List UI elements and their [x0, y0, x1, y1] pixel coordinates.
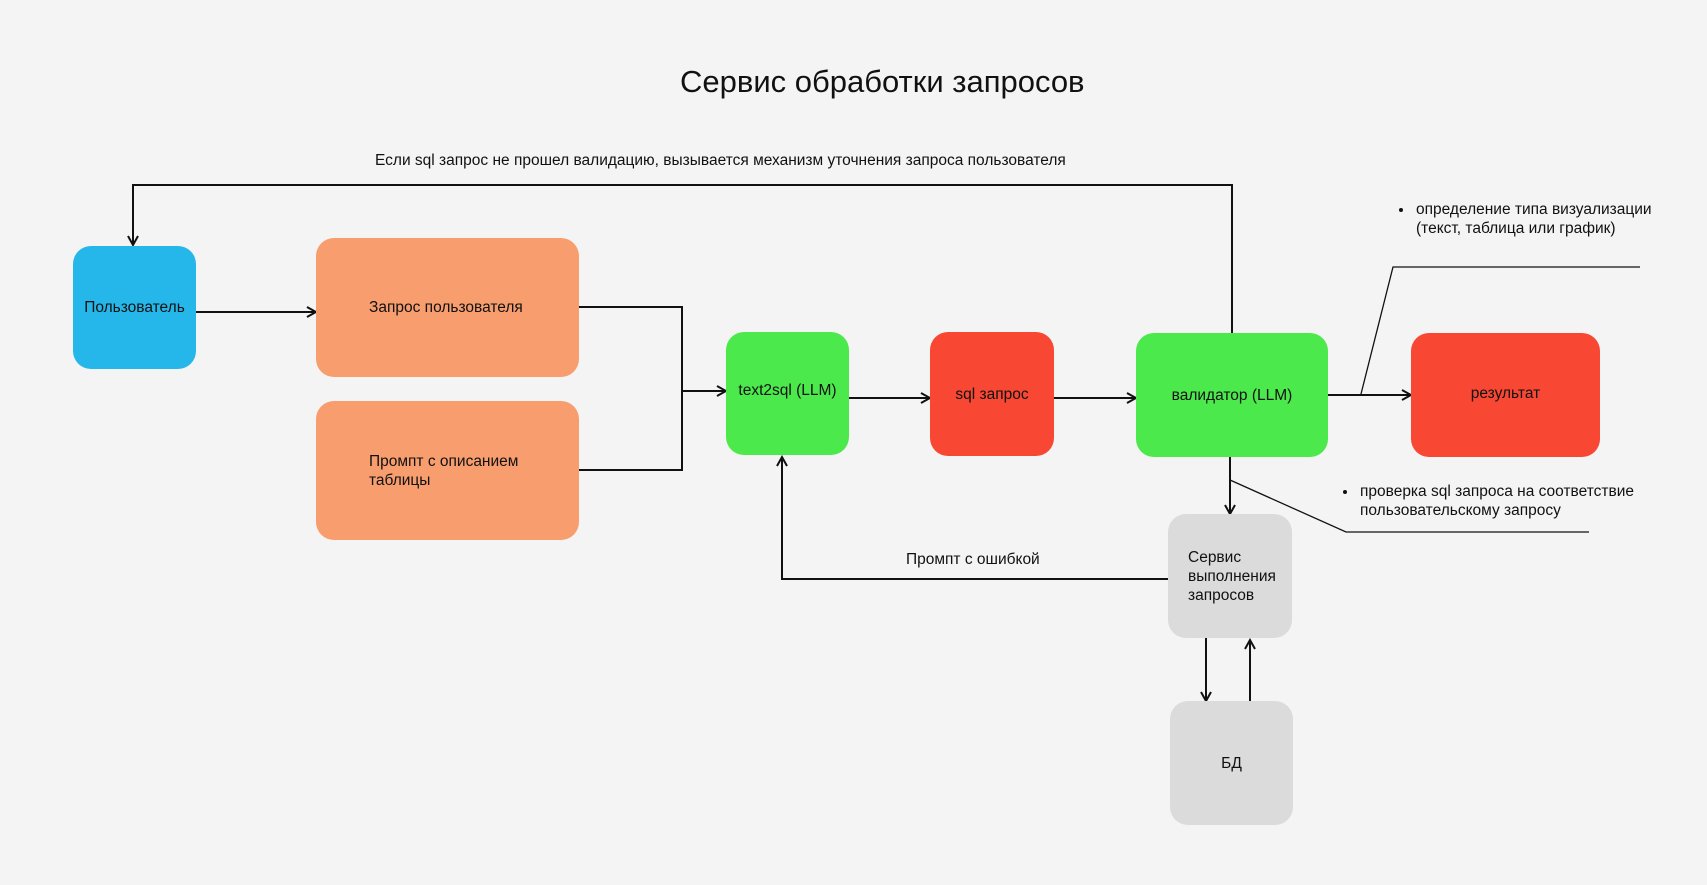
visualization-note-leader — [1360, 266, 1640, 395]
error-prompt-arrow — [782, 457, 1168, 580]
diagram-title: Сервис обработки запросов — [680, 64, 1085, 99]
table-prompt-label: Промпт с описанием таблицы — [369, 452, 519, 489]
error-prompt-label: Промпт с ошибкой — [906, 551, 1040, 568]
result-node: результат — [1411, 333, 1600, 457]
user-node: Пользователь — [73, 246, 196, 369]
feedback-label: Если sql запрос не прошел валидацию, выз… — [375, 152, 1066, 169]
validator-node: валидатор (LLM) — [1136, 333, 1328, 457]
sql-query-label: sql запрос — [955, 385, 1029, 403]
visualization-note: определение типа визуализации (текст, та… — [1400, 200, 1659, 238]
db-node: БД — [1170, 701, 1293, 825]
result-label: результат — [1470, 384, 1541, 402]
sql-check-note: проверка sql запроса на соответствие пол… — [1344, 482, 1668, 520]
executor-node: Сервис выполнения запросов — [1168, 514, 1292, 638]
user-request-node: Запрос пользователя — [316, 238, 579, 377]
validator-label: валидатор (LLM) — [1171, 386, 1293, 404]
db-label: БД — [1221, 754, 1242, 772]
table-prompt-node: Промпт с описанием таблицы — [316, 401, 579, 540]
sql-query-node: sql запрос — [930, 332, 1054, 456]
user-request-label: Запрос пользователя — [369, 299, 523, 316]
sql-check-note-item: проверка sql запроса на соответствие пол… — [1358, 482, 1668, 520]
sql-check-note-leader — [1229, 479, 1589, 533]
executor-label: Сервис выполнения запросов — [1188, 548, 1276, 604]
request-merge-line — [579, 306, 683, 471]
visualization-note-item: определение типа визуализации (текст, та… — [1414, 200, 1659, 238]
text2sql-node: text2sql (LLM) — [726, 332, 849, 455]
user-node-label: Пользователь — [84, 299, 185, 316]
text2sql-label: text2sql (LLM) — [738, 382, 837, 399]
feedback-arrow — [133, 184, 1233, 333]
